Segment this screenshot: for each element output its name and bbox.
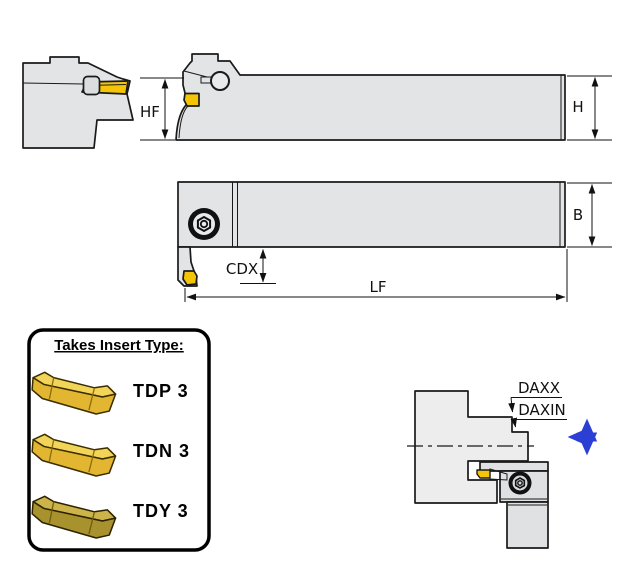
insert-glyph-tdn xyxy=(31,433,117,477)
side-front-inner-curve xyxy=(178,105,189,139)
feed-direction-arrows xyxy=(567,418,598,456)
insert-boss-line xyxy=(88,449,96,473)
screw-inner-face xyxy=(512,475,528,491)
insert-glyph-tdy xyxy=(31,495,117,539)
insert-boss-line xyxy=(48,377,55,400)
screw-center-dot xyxy=(199,219,209,229)
dimension-daxx: DAXX xyxy=(508,379,562,413)
dim-label-daxx: DAXX xyxy=(518,379,560,397)
side-clamp-slit-line xyxy=(183,70,208,78)
screw-center-dot xyxy=(517,480,523,486)
insert-front-face xyxy=(31,500,117,539)
torx-clamp-screw xyxy=(188,208,220,240)
insert-label-tdp: TDP 3 xyxy=(133,381,189,401)
dim-label-b: B xyxy=(573,206,583,224)
application-insert xyxy=(476,469,491,479)
iso-tool-body xyxy=(22,56,134,149)
dimension-hf: HF xyxy=(140,77,184,141)
screw-inner-face xyxy=(193,213,215,235)
dimension-daxin: DAXIN xyxy=(510,401,567,428)
dim-label-lf: LF xyxy=(370,278,387,296)
dim-label-daxin: DAXIN xyxy=(518,401,565,419)
insert-boss-line xyxy=(88,511,96,535)
application-view: DAXX DAXIN xyxy=(407,379,598,549)
insert-type-box: Takes Insert Type: TDP 3 TDN 3 TDY 3 xyxy=(27,328,211,552)
iso-clamp xyxy=(82,75,101,96)
dimension-cdx: CDX xyxy=(226,249,276,284)
top-view: CDX LF B xyxy=(177,181,612,302)
dimension-h: H xyxy=(567,75,612,141)
workpiece xyxy=(414,390,529,504)
insert-label-tdy: TDY 3 xyxy=(133,501,189,521)
side-tool-body xyxy=(175,53,566,141)
dim-label-h: H xyxy=(572,98,583,116)
dimension-b: B xyxy=(567,182,612,248)
insert-front-face xyxy=(31,376,117,415)
insert-boss-line xyxy=(88,387,96,411)
insert-label-tdn: TDN 3 xyxy=(133,441,190,461)
torx-clamp-screw-small xyxy=(508,471,532,495)
insert-boss-line xyxy=(48,439,55,462)
insert-boss-line xyxy=(48,501,55,524)
dimension-lf: LF xyxy=(184,249,568,302)
iso-seam-line xyxy=(22,82,85,85)
side-view: HF H xyxy=(140,53,612,141)
tool-shank xyxy=(506,501,549,549)
dim-label-hf: HF xyxy=(140,103,160,121)
side-pivot-pin xyxy=(210,71,230,91)
dim-label-cdx: CDX xyxy=(226,260,258,278)
top-tool-body xyxy=(177,181,566,248)
insert-glyph-tdp xyxy=(31,371,117,415)
side-insert xyxy=(183,92,200,107)
screw-hex-socket xyxy=(514,477,526,489)
iso-view xyxy=(22,56,134,149)
insert-front-face xyxy=(31,438,117,477)
grooving-tool xyxy=(476,461,549,549)
screw-hex-socket xyxy=(196,215,212,233)
top-insert xyxy=(182,270,198,286)
insert-box-title: Takes Insert Type: xyxy=(54,337,184,354)
